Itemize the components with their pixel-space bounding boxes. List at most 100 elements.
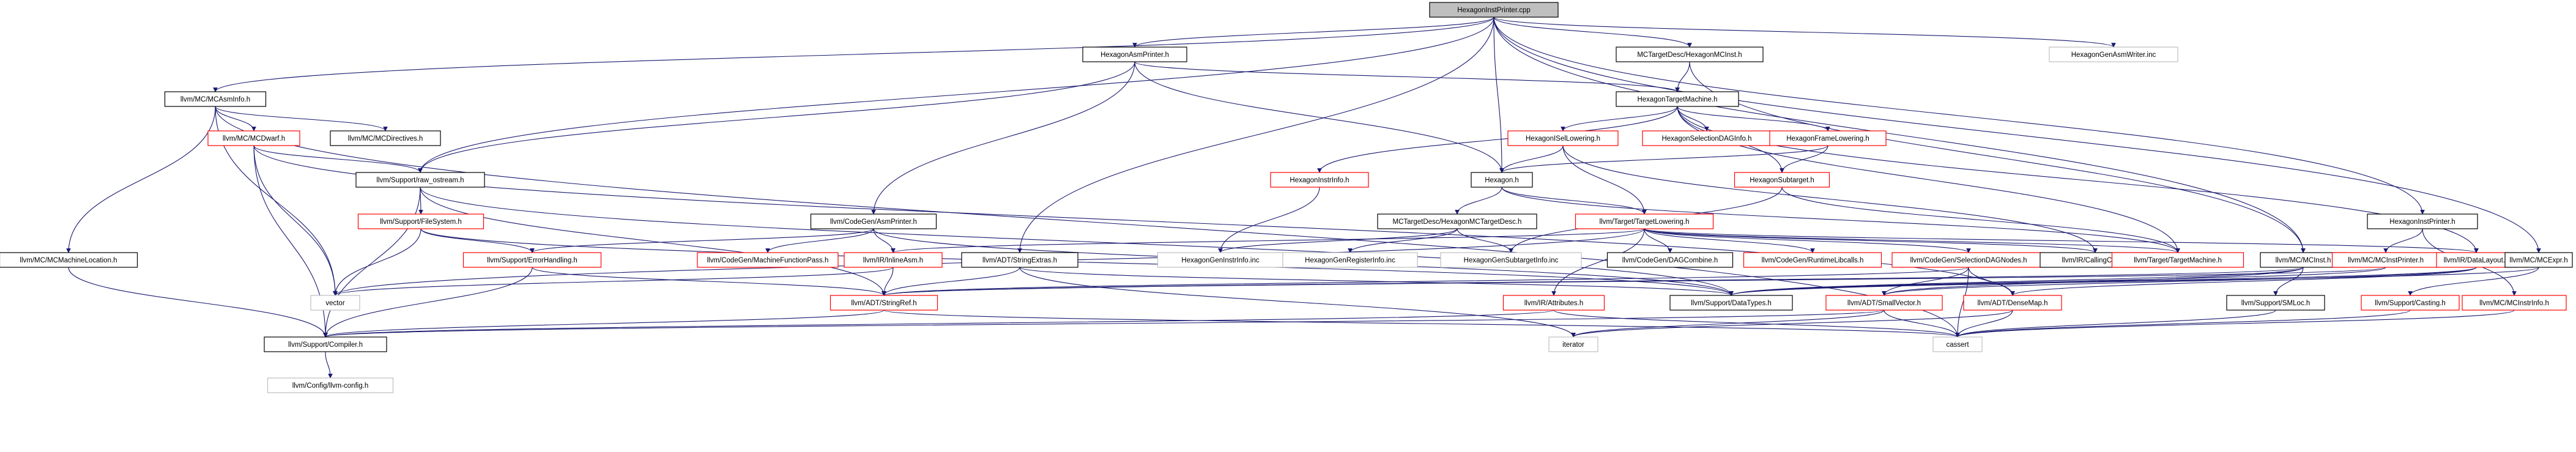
node-densemap[interactable]: llvm/ADT/DenseMap.h (1963, 295, 2062, 311)
node-box-config (267, 377, 394, 393)
node-label-mcinst_llvm: llvm/MC/MCInst.h (2276, 257, 2331, 264)
node-mcdwarf[interactable]: llvm/MC/MCDwarf.h (207, 130, 300, 146)
node-label-gensubtarget_inc: HexagonGenSubtargetInfo.inc (1464, 257, 1559, 264)
node-box-mcexpr (2504, 252, 2573, 268)
node-inlineasm[interactable]: llvm/IR/InlineAsm.h (844, 252, 943, 268)
edge-raw_ostream-to-stringref (420, 187, 886, 296)
node-box-targetlowering (1575, 213, 1714, 229)
edge-root-to-raw_ostream (418, 17, 1494, 173)
edge-framelowering-to-subtarget (1780, 145, 1828, 173)
node-label-mcdirectives: llvm/MC/MCDirectives.h (348, 135, 423, 143)
node-label-instprinter_h: HexagonInstPrinter.h (2389, 218, 2455, 226)
edge-stringextras-to-iterator (1019, 267, 1576, 338)
node-datatypes[interactable]: llvm/Support/DataTypes.h (1669, 295, 1793, 311)
edge-smloc-to-cassert (1955, 309, 2276, 338)
edge-mcinstprinter-to-datatypes (1729, 267, 2386, 296)
node-seldagnodes[interactable]: llvm/CodeGen/SelectionDAGNodes.h (1891, 252, 2046, 268)
node-datalayout[interactable]: llvm/IR/DataLayout.h (2436, 252, 2517, 268)
node-box-geninstrinfo_inc (1157, 252, 1284, 268)
node-box-dagcombine (1606, 252, 1734, 268)
node-box-datalayout (2436, 252, 2517, 268)
node-mcinstrinfo[interactable]: llvm/MC/MCInstrInfo.h (2462, 295, 2567, 311)
node-mcinst_llvm[interactable]: llvm/MC/MCInst.h (2260, 252, 2347, 268)
edge-mcinstrinfo-to-cassert (1955, 309, 2515, 338)
node-isellowering[interactable]: HexagonISelLowering.h (1507, 130, 1619, 146)
node-box-mcmachineloc (0, 252, 138, 268)
edge-hexagon_h-to-mctargetdesc (1455, 187, 1502, 215)
node-config: llvm/Config/llvm-config.h (267, 377, 394, 393)
edge-mctargetdesc-to-geninstrinfo_inc (1218, 228, 1458, 253)
node-label-mcexpr: llvm/MC/MCExpr.h (2509, 257, 2567, 264)
edge-mcexpr-to-datatypes (1729, 267, 2539, 296)
node-label-hexagon_h: Hexagon.h (1485, 177, 1519, 184)
node-targetmachine_hex[interactable]: HexagonTargetMachine.h (1616, 91, 1739, 107)
node-stringextras[interactable]: llvm/ADT/StringExtras.h (961, 252, 1078, 268)
edge-instprinter_h-to-mcinstprinter (2383, 228, 2423, 253)
node-machinefunctionpass[interactable]: llvm/CodeGen/MachineFunctionPass.h (697, 252, 839, 268)
node-box-targetmachine_hex (1616, 91, 1739, 107)
node-mcmachineloc[interactable]: llvm/MC/MCMachineLocation.h (0, 252, 138, 268)
node-label-instrinfo: HexagonInstrInfo.h (1290, 177, 1349, 184)
node-raw_ostream[interactable]: llvm/Support/raw_ostream.h (355, 172, 485, 188)
node-box-asmprinter (1082, 46, 1187, 62)
node-mcexpr[interactable]: llvm/MC/MCExpr.h (2504, 252, 2573, 268)
node-asmprinter[interactable]: HexagonAsmPrinter.h (1082, 46, 1187, 62)
edge-mctargetdesc-to-genreginfo_inc (1348, 228, 1458, 253)
node-label-machinefunctionpass: llvm/CodeGen/MachineFunctionPass.h (707, 257, 829, 264)
node-seldaginfo[interactable]: HexagonSelectionDAGInfo.h (1642, 130, 1772, 146)
edge-stringextras-to-stringref (882, 267, 1020, 296)
node-casting[interactable]: llvm/Support/Casting.h (2361, 295, 2460, 311)
node-instrinfo[interactable]: HexagonInstrInfo.h (1270, 172, 1369, 188)
node-subtarget[interactable]: HexagonSubtarget.h (1734, 172, 1830, 188)
edge-asmprinter-to-targetmachine_hex (1134, 61, 1680, 92)
edge-root-to-stringextras (1017, 17, 1494, 253)
node-compiler[interactable]: llvm/Support/Compiler.h (264, 336, 387, 352)
node-instprinter_h[interactable]: HexagonInstPrinter.h (2367, 213, 2478, 229)
node-target_tm[interactable]: llvm/Target/TargetMachine.h (2111, 252, 2244, 268)
edge-root-to-mcexpr (1493, 17, 2541, 253)
node-box-seldaginfo (1642, 130, 1772, 146)
node-layer: HexagonInstPrinter.cppHexagonAsmPrinter.… (0, 2, 2573, 393)
node-box-isellowering (1507, 130, 1619, 146)
node-label-cassert: cassert (1946, 341, 1969, 349)
node-box-raw_ostream (355, 172, 485, 188)
node-hexagon_h[interactable]: Hexagon.h (1471, 172, 1533, 188)
node-mcinst_desc[interactable]: MCTargetDesc/HexagonMCInst.h (1616, 46, 1764, 62)
node-runtimelibcalls[interactable]: llvm/CodeGen/RuntimeLibcalls.h (1743, 252, 1882, 268)
node-mcinstprinter[interactable]: llvm/MC/MCInstPrinter.h (2331, 252, 2440, 268)
edge-stringextras-to-datatypes (1019, 267, 1734, 296)
edge-mcinstprinter-to-stringref (882, 267, 2386, 296)
node-framelowering[interactable]: HexagonFrameLowering.h (1769, 130, 1887, 146)
edge-targetlowering-to-seldagnodes (1644, 228, 1971, 253)
node-label-stringextras: llvm/ADT/StringExtras.h (982, 257, 1057, 264)
node-box-subtarget (1734, 172, 1830, 188)
node-label-subtarget: HexagonSubtarget.h (1750, 177, 1814, 184)
node-smallvector[interactable]: llvm/ADT/SmallVector.h (1825, 295, 1943, 311)
node-label-framelowering: HexagonFrameLowering.h (1786, 135, 1869, 143)
edge-root-to-asmwriter_inc (1493, 17, 2116, 48)
edge-datalayout-to-densemap (2010, 267, 2477, 296)
node-mctargetdesc[interactable]: MCTargetDesc/HexagonMCTargetDesc.h (1377, 213, 1537, 229)
node-errorhandling[interactable]: llvm/Support/ErrorHandling.h (462, 252, 602, 268)
node-stringref[interactable]: llvm/ADT/StringRef.h (830, 295, 938, 311)
node-targetlowering[interactable]: llvm/Target/TargetLowering.h (1575, 213, 1714, 229)
node-label-seldagnodes: llvm/CodeGen/SelectionDAGNodes.h (1910, 257, 2027, 264)
node-label-raw_ostream: llvm/Support/raw_ostream.h (376, 177, 464, 184)
edge-mcasminfo-to-cassert (215, 106, 1960, 338)
node-cg_asmprinter[interactable]: llvm/CodeGen/AsmPrinter.h (810, 213, 937, 229)
node-attributes[interactable]: llvm/IR/Attributes.h (1502, 295, 1605, 311)
edge-raw_ostream-to-compiler (323, 187, 421, 338)
node-box-asmwriter_inc (2049, 46, 2178, 62)
node-box-root (1429, 2, 1559, 18)
node-label-casting: llvm/Support/Casting.h (2375, 300, 2446, 307)
node-mcdirectives[interactable]: llvm/MC/MCDirectives.h (330, 130, 441, 146)
node-box-densemap (1963, 295, 2062, 311)
node-filesystem[interactable]: llvm/Support/FileSystem.h (357, 213, 484, 229)
node-dagcombine[interactable]: llvm/CodeGen/DAGCombine.h (1606, 252, 1734, 268)
node-mcasminfo[interactable]: llvm/MC/MCAsmInfo.h (164, 91, 267, 107)
node-smloc[interactable]: llvm/Support/SMLoc.h (2226, 295, 2325, 311)
node-label-mcasminfo: llvm/MC/MCAsmInfo.h (180, 96, 250, 103)
edge-targetlowering-to-callingconv (1644, 228, 2098, 253)
edge-targetmachine_hex-to-framelowering (1677, 106, 1830, 132)
edge-root-to-hexagon_h (1493, 17, 1504, 173)
